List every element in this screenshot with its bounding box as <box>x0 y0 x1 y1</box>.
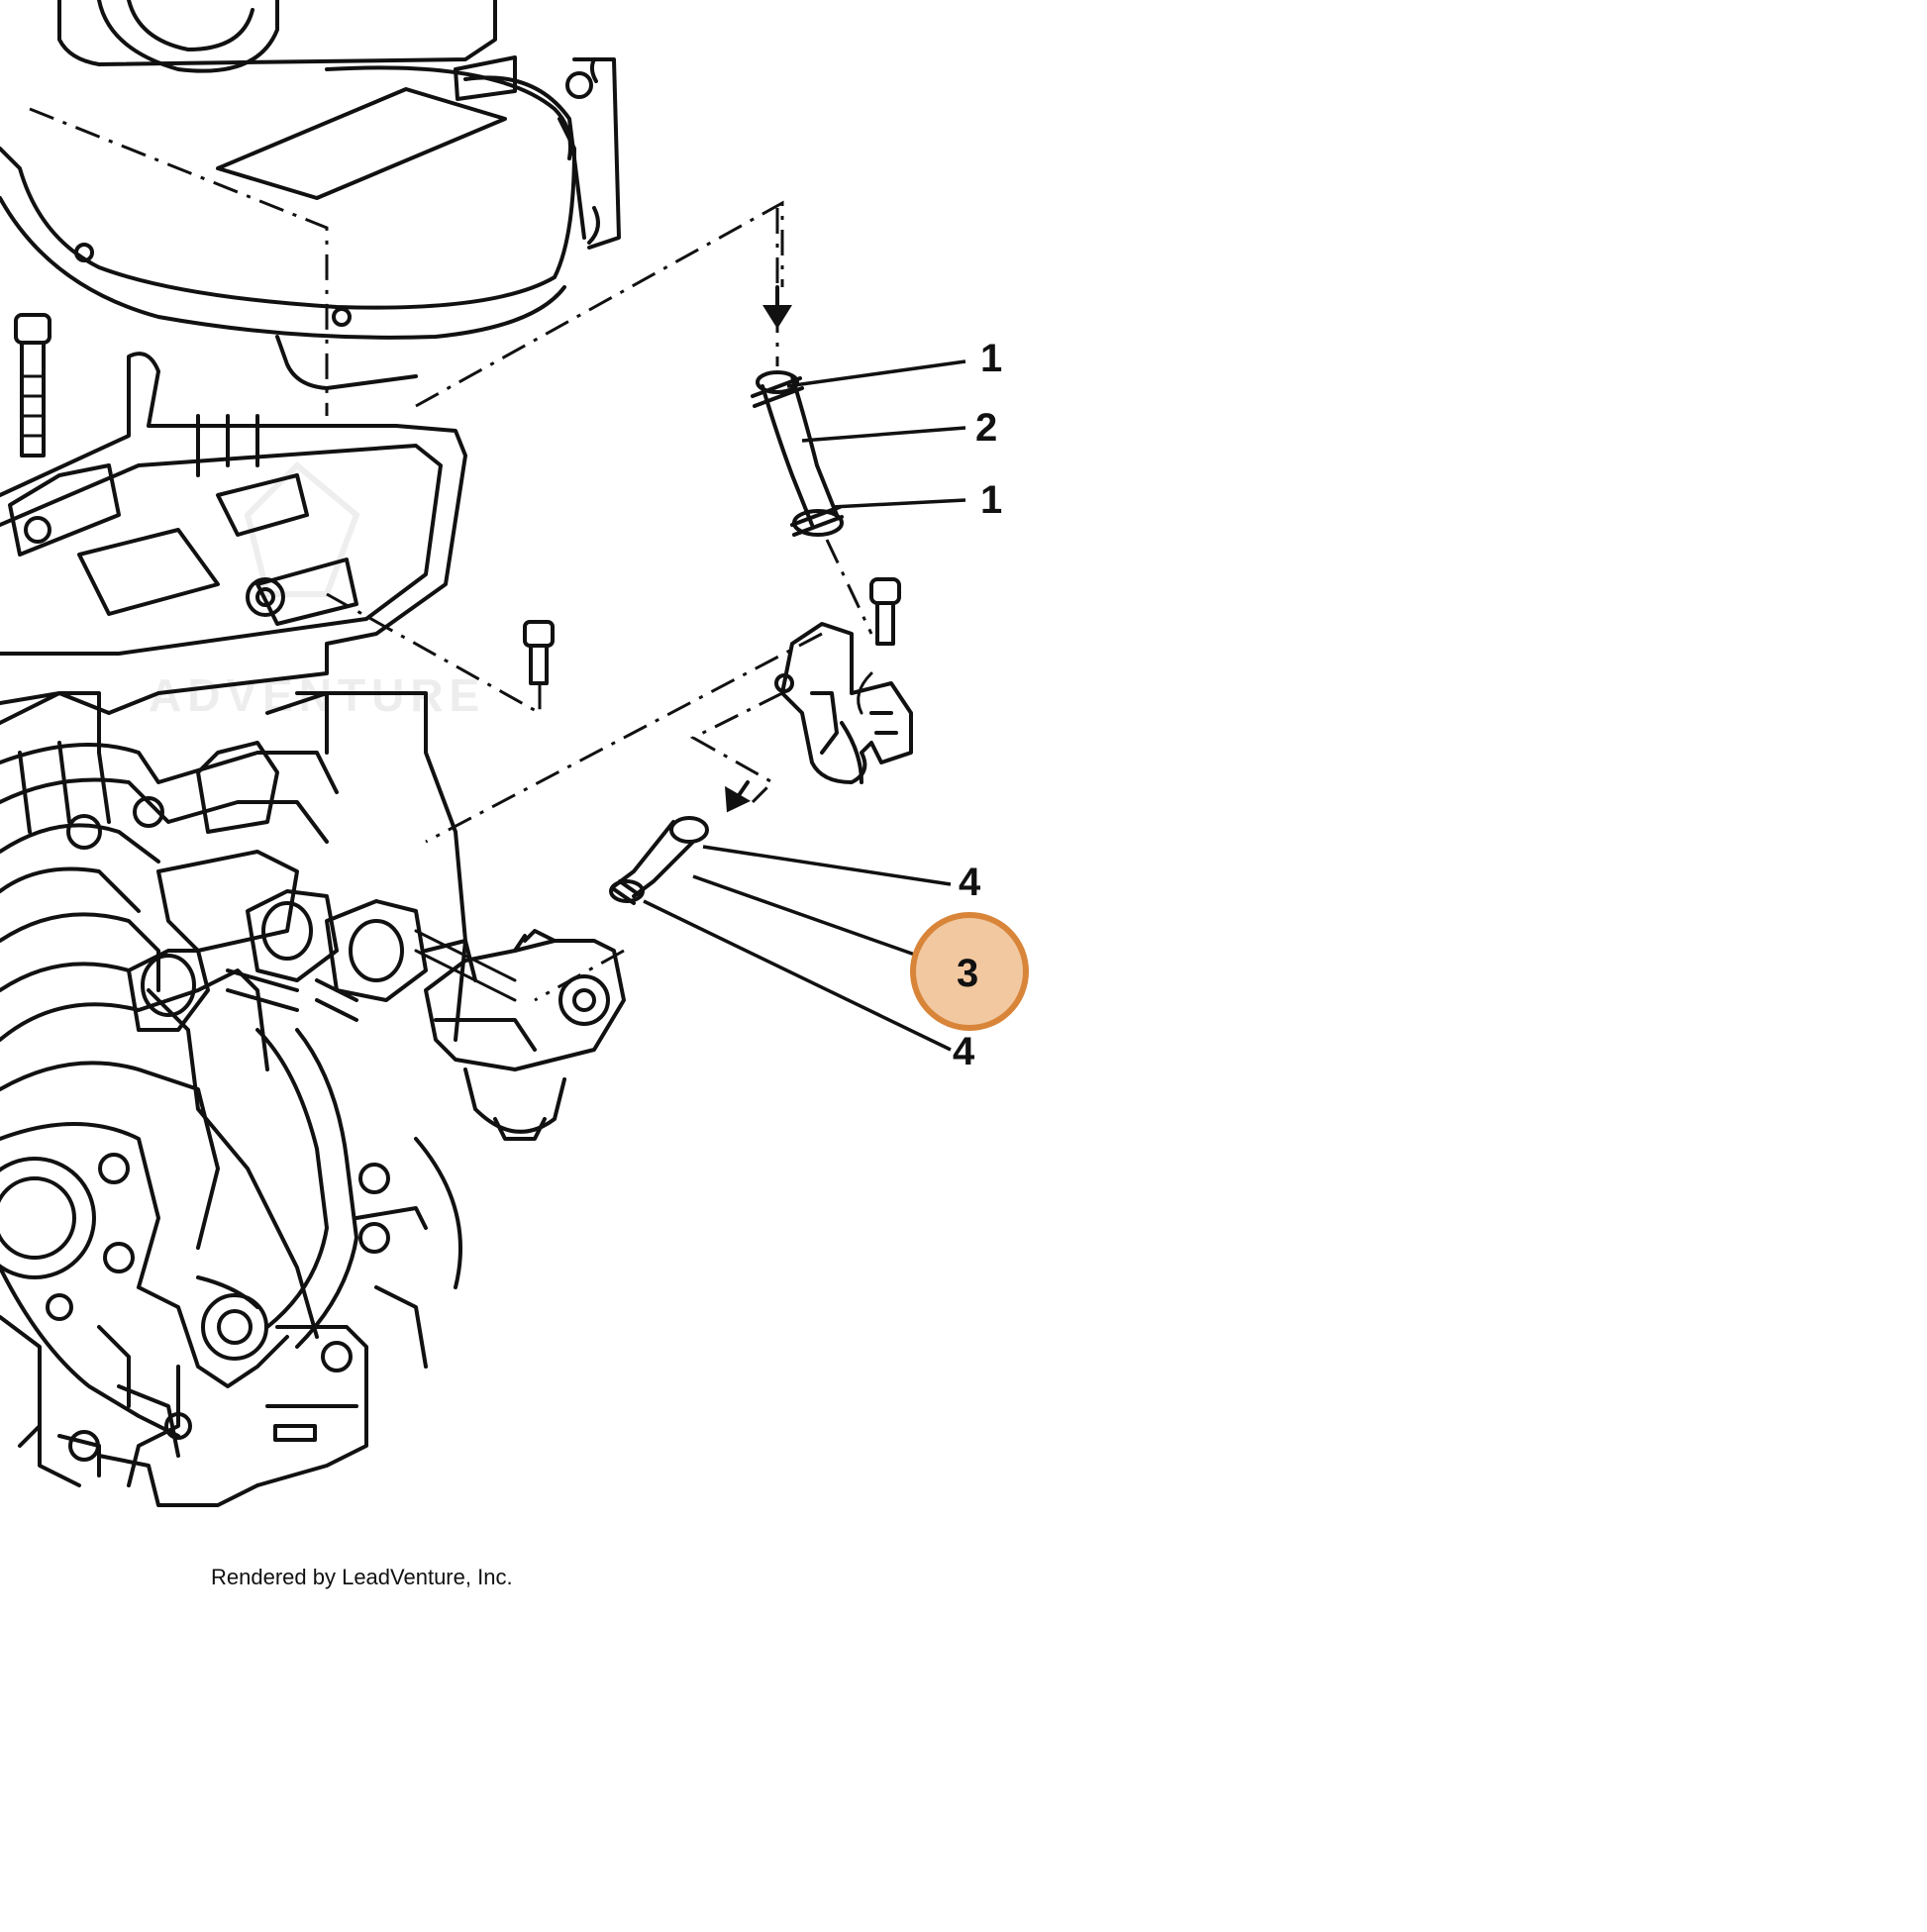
assembly-line <box>689 691 783 804</box>
callout-label: 3 <box>957 952 978 995</box>
callout-4-bottom[interactable]: 4 <box>953 1030 975 1073</box>
render-credit: Rendered by LeadVenture, Inc. <box>211 1565 513 1589</box>
assembly-line <box>534 949 625 1002</box>
callout-label: 2 <box>975 406 997 450</box>
assembly-line <box>326 592 542 716</box>
mounting-bolt <box>14 313 51 458</box>
intake-manifold <box>127 889 428 1349</box>
lower-fuel-hose <box>609 780 751 905</box>
base-gasket <box>0 352 467 715</box>
callout-label: 4 <box>959 861 981 904</box>
callout-3-highlighted[interactable]: 3 <box>910 912 1029 1031</box>
callout-1-top[interactable]: 1 <box>980 337 1002 380</box>
cylinder-head <box>0 691 339 992</box>
carburetor <box>414 929 626 1141</box>
engine-illustration <box>0 0 913 1507</box>
callout-leaders <box>643 359 966 1052</box>
assembly-line <box>425 632 823 844</box>
callout-2[interactable]: 2 <box>975 406 997 450</box>
callout-highlight-ring <box>910 912 1029 1031</box>
callout-4-top[interactable]: 4 <box>959 861 981 904</box>
callout-label: 1 <box>980 337 1002 380</box>
callout-label: 4 <box>953 1030 975 1073</box>
upper-fuel-hose <box>751 208 873 635</box>
engine-block <box>0 691 467 1448</box>
assembly-line <box>415 200 784 408</box>
callout-1-bottom[interactable]: 1 <box>980 478 1002 522</box>
engine-base <box>38 1137 462 1507</box>
small-bolt <box>523 620 555 685</box>
fuel-pump <box>774 577 913 784</box>
air-cleaner-cover <box>0 0 621 390</box>
assembly-line <box>29 107 329 416</box>
callout-label: 1 <box>980 478 1002 522</box>
